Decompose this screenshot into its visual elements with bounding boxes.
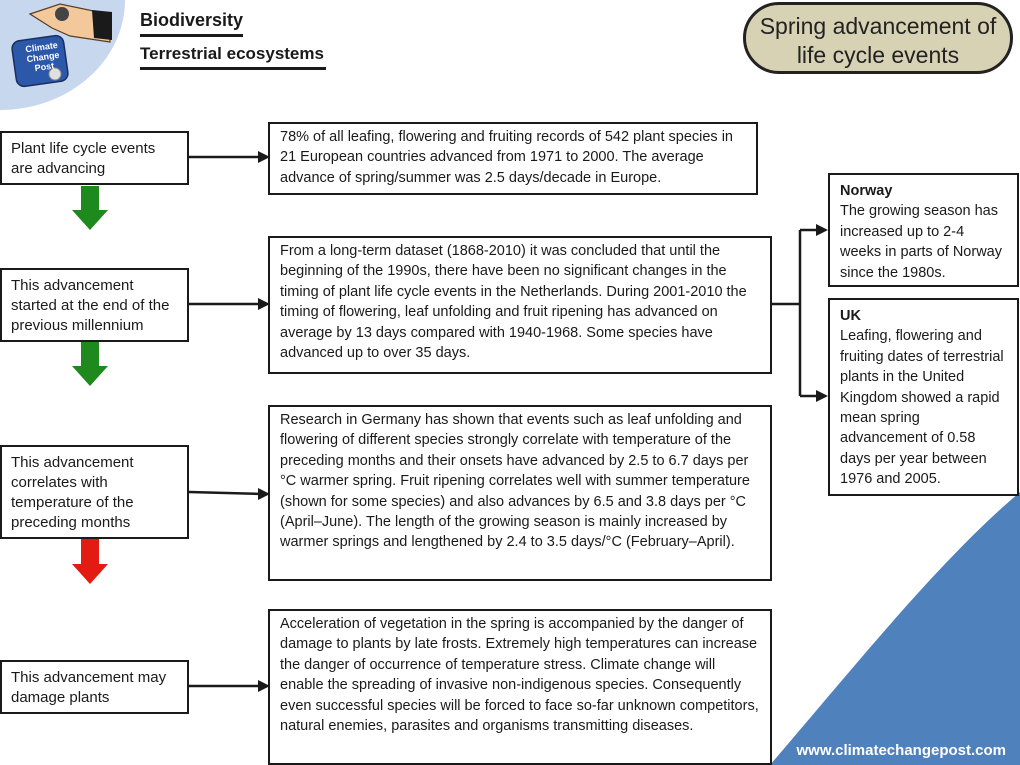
text-box-3: Research in Germany has shown that event… [268,405,772,581]
logo-icon [11,3,112,88]
left-box-1: Plant life cycle events are advancing [0,131,189,185]
text-box-1: 78% of all leafing, flowering and fruiti… [268,122,758,195]
connector-arrows [188,155,820,688]
uk-text: Leafing, flowering and fruiting dates of… [840,328,1004,488]
norway-text: The growing season has increased up to 2… [840,203,1002,281]
page-title: Biodiversity [140,10,244,37]
green-arrow-1 [72,186,108,230]
green-arrow-2 [72,342,108,386]
left-box-3: This advancement correlates with tempera… [0,445,189,539]
text-box-4: Acceleration of vegetation in the spring… [268,609,772,765]
topic-badge: Spring advancement of life cycle events [743,2,1013,74]
uk-heading: UK [840,308,861,324]
norway-heading: Norway [840,183,893,199]
footer-url: www.climatechangepost.com [796,742,1007,759]
text-box-2: From a long-term dataset (1868-2010) it … [268,236,772,374]
left-box-4: This advancement may damage plants [0,660,189,714]
uk-box: UK Leafing, flowering and fruiting dates… [828,298,1019,496]
left-box-2: This advancement started at the end of t… [0,268,189,342]
norway-box: Norway The growing season has increased … [828,173,1019,287]
corner-wedge [770,492,1020,765]
red-arrow [72,538,108,584]
page-subtitle: Terrestrial ecosystems [140,44,326,70]
